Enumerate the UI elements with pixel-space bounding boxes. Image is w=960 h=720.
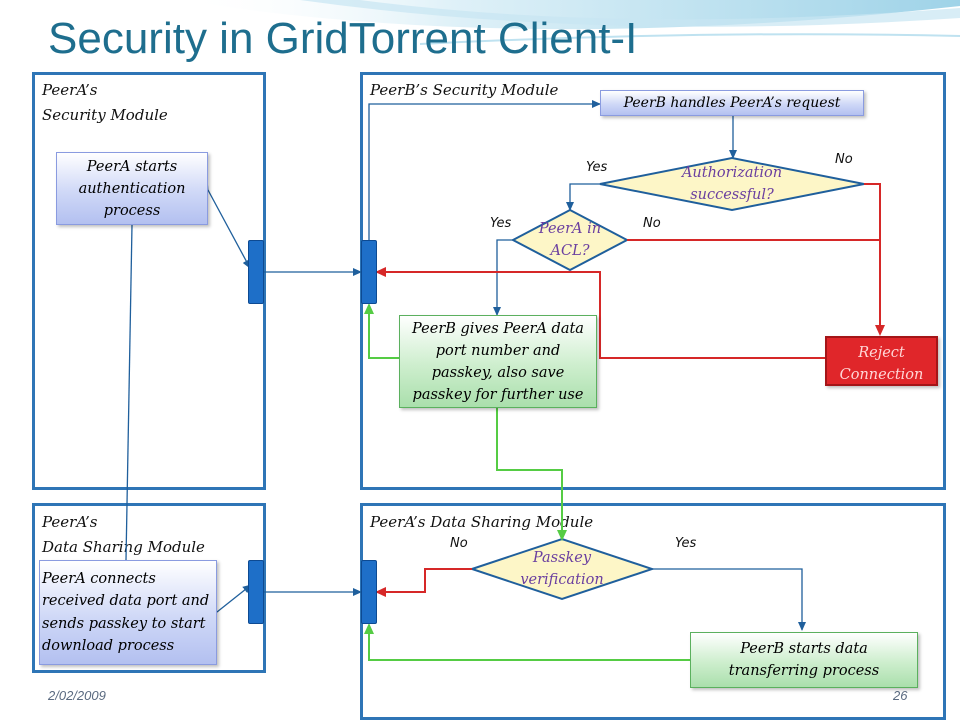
acl-text: PeerA in ACL? — [530, 218, 610, 262]
arrow-passkey-yes-to-starts — [652, 568, 806, 631]
arrow-peerb-port-to-handles — [368, 100, 601, 240]
passkey-text: Passkey verification — [502, 547, 622, 591]
slide-title: Security in GridTorrent Client-I — [48, 14, 638, 63]
arrow-connects-to-port — [208, 584, 252, 621]
peera-security-label-line2: Security Module — [42, 106, 168, 124]
peerb-security-panel — [360, 72, 946, 490]
passkey-text-line1: Passkey — [532, 550, 592, 566]
arrow-auth-start-to-port — [200, 181, 251, 269]
arrow-acl-yes-to-gives — [493, 239, 513, 316]
peera-security-label-line1: PeerA’s — [42, 81, 98, 99]
header-wave-decoration — [180, 0, 960, 45]
arrow-auth-yes-to-acl — [566, 183, 600, 211]
peerb-handles-box: PeerB handles PeerA’s request — [600, 90, 864, 116]
slide-date: 2/02/2009 — [48, 688, 106, 703]
peera-data-label-line2: Data Sharing Module — [42, 538, 205, 556]
acl-yes-label: Yes — [490, 216, 512, 231]
peerb-security-port — [361, 240, 377, 304]
passkey-yes-label: Yes — [675, 536, 697, 551]
peerb-gives-box: PeerB gives PeerA data port number and p… — [399, 315, 597, 408]
slide-page-number: 26 — [893, 688, 908, 703]
arrow-reject-to-peerb-port — [375, 267, 825, 359]
peerb-starts-box: PeerB starts data transferring process — [690, 632, 918, 688]
peera-data-port — [248, 560, 264, 624]
reject-connection-box: Reject Connection — [825, 336, 938, 386]
peerb-security-label: PeerB’s Security Module — [370, 81, 559, 99]
acl-text-line2: ACL? — [550, 243, 590, 259]
acl-no-label: No — [643, 216, 661, 231]
peera-security-label: PeerA’s Security Module — [42, 78, 168, 128]
arrow-starts-to-data-port — [364, 623, 690, 661]
peera-data-label: PeerA’s Data Sharing Module — [42, 510, 205, 560]
authorization-text-line2: successful? — [690, 187, 774, 203]
peera-data-label-line1: PeerA’s — [42, 513, 98, 531]
peera-data-right-label: PeerA’s Data Sharing Module — [370, 513, 594, 531]
peera-connects-box: PeerA connects received data port and se… — [39, 560, 217, 665]
peera-security-panel — [32, 72, 266, 490]
arrow-gives-to-passkey — [496, 408, 567, 541]
authorization-text: Authorization successful? — [650, 162, 814, 206]
acl-text-line1: PeerA in — [538, 221, 602, 237]
line-auth-start-to-connects — [125, 224, 133, 561]
peera-data-port-right — [361, 560, 377, 624]
auth-no-label: No — [835, 152, 853, 167]
line-auth-no-to-reject — [864, 183, 885, 336]
arrow-gives-to-peerb-port — [364, 303, 399, 359]
peera-security-port — [248, 240, 264, 304]
auth-yes-label: Yes — [586, 160, 608, 175]
arrow-passkey-no-to-port — [375, 568, 472, 597]
passkey-text-line2: verification — [520, 572, 604, 588]
peera-starts-auth-box: PeerA starts authentication process — [56, 152, 208, 225]
passkey-no-label: No — [450, 536, 468, 551]
authorization-text-line1: Authorization — [681, 165, 783, 181]
